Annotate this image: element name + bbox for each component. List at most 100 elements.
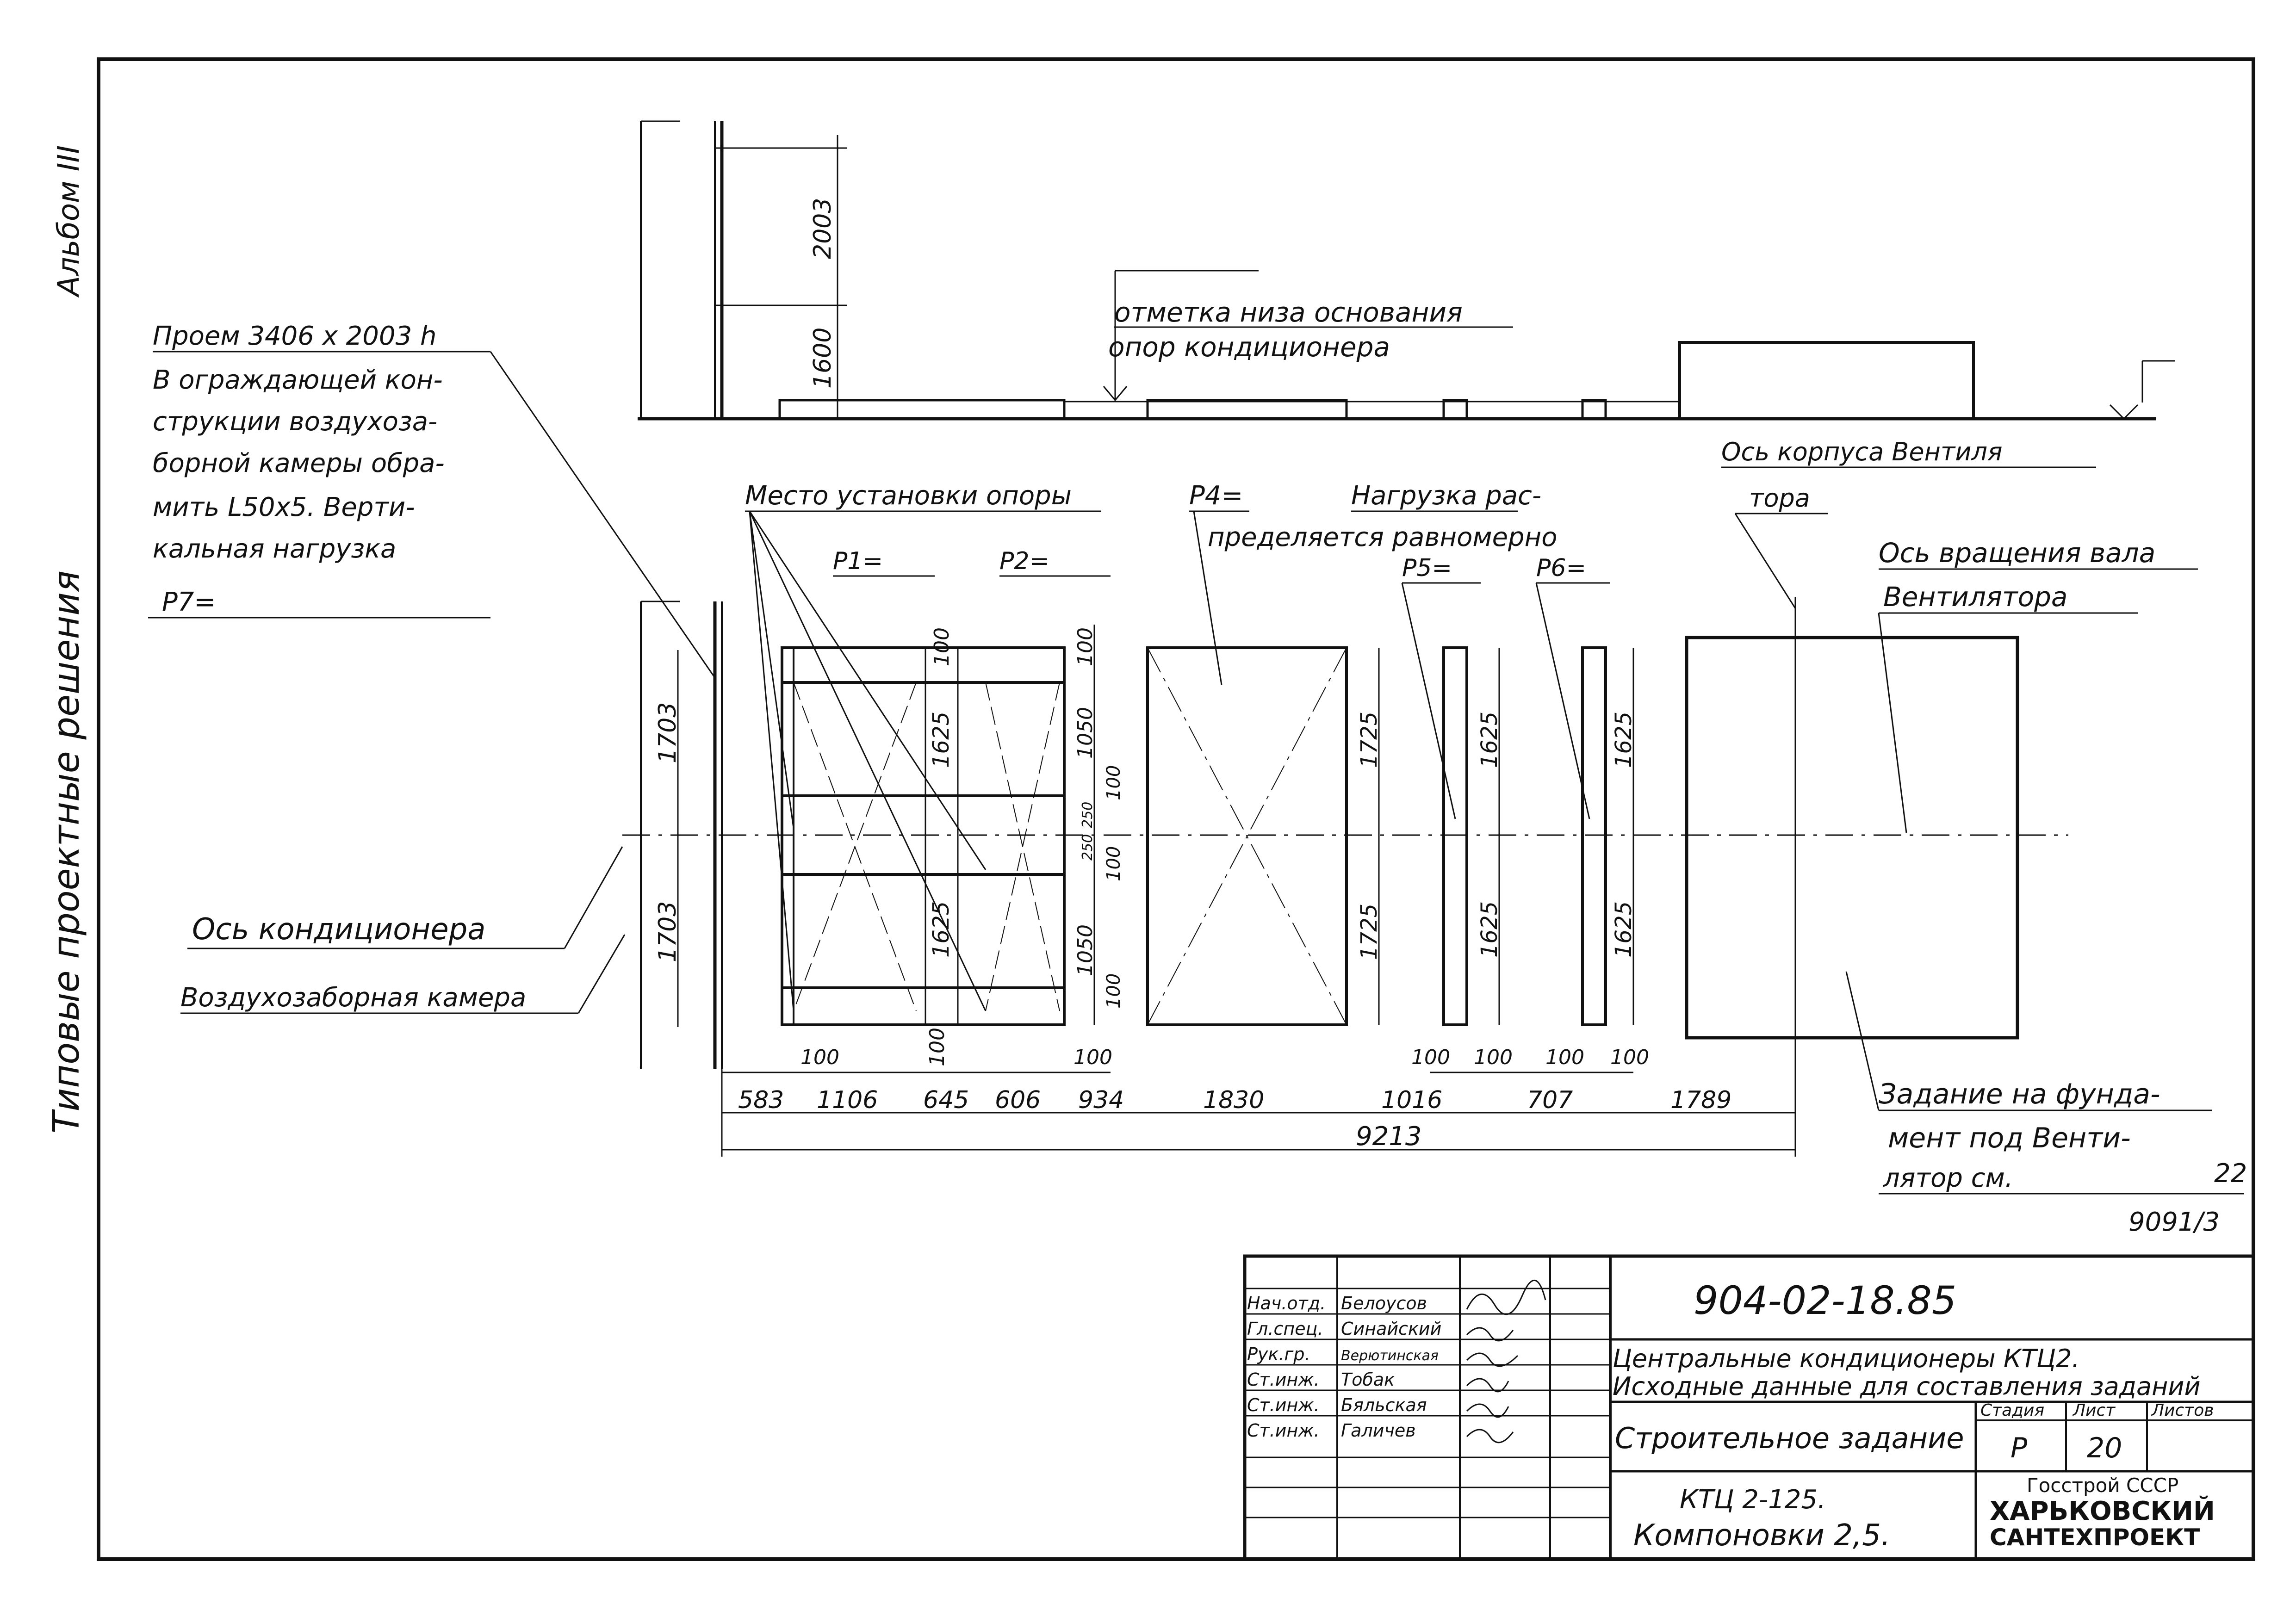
dim-p6-upper: 1625 — [1611, 712, 1637, 768]
opening-note-2: В ограждающей кон- — [153, 365, 443, 395]
signature-1 — [1466, 1280, 1546, 1315]
p5-label: P5= — [1402, 554, 1452, 582]
elev-dim-lower: 1600 — [809, 328, 837, 389]
role-4: Ст.инж. — [1247, 1369, 1320, 1390]
chain-583: 583 — [738, 1086, 784, 1114]
chain-1016: 1016 — [1381, 1086, 1442, 1114]
dim-top-100: 100 — [930, 627, 954, 666]
name-3: Верютинская — [1341, 1348, 1439, 1364]
series-label: Типовые проектные решения — [46, 570, 87, 1134]
sheet-label: Лист — [2072, 1401, 2116, 1420]
dim-b100-1: 100 — [800, 1046, 839, 1069]
dim-b100-2: 100 — [925, 1028, 949, 1066]
sheet-value: 20 — [2087, 1432, 2122, 1464]
signature-6 — [1466, 1429, 1514, 1443]
plan-view: 1703 1703 1625 1625 100 100 1050 100 250… — [622, 597, 2068, 1157]
dimension-chain: 583 1106 645 606 934 1830 1016 707 1789 … — [738, 1086, 1731, 1152]
intake-chamber-label: Воздухозаборная камера — [180, 983, 526, 1013]
opening-note-3: струкции воздухоза- — [153, 407, 437, 437]
elevation-view: 2003 1600 отметка низа основания опор ко… — [638, 120, 2175, 421]
sheet-frame — [97, 57, 2255, 1561]
title-block: Нач.отд. Белоусов Гл.спец. Синайский Рук… — [1243, 1254, 2255, 1561]
dim-1050a: 1050 — [1074, 707, 1097, 759]
dim-250b: 250 — [1080, 834, 1096, 861]
dim-100a: 100 — [1103, 765, 1124, 800]
dim-250a: 250 — [1080, 802, 1096, 828]
dim-100b: 100 — [1103, 846, 1124, 881]
fan-axis-note-2: тора — [1749, 483, 1810, 513]
dim-p6-lower: 1625 — [1611, 901, 1637, 958]
name-2: Синайский — [1341, 1319, 1441, 1339]
name-1: Белоусов — [1341, 1293, 1427, 1313]
dim-left-lower: 1703 — [654, 901, 682, 962]
dim-1050b: 1050 — [1074, 924, 1097, 976]
role-5: Ст.инж. — [1247, 1395, 1320, 1415]
chain-606: 606 — [995, 1086, 1041, 1114]
dim-box-lower: 1725 — [1356, 904, 1382, 960]
dim-top-100b: 100 — [1074, 627, 1097, 666]
signature-2 — [1466, 1327, 1514, 1342]
stage-value: Р — [2011, 1432, 2028, 1464]
opening-note-1: Проем 3406 х 2003 h — [153, 321, 436, 351]
opening-note-4: борной камеры обра- — [153, 448, 445, 478]
foundation-note-3: лятор см. — [1883, 1163, 2013, 1193]
foundation-ref: 9091/3 — [2128, 1207, 2220, 1237]
org-3: САНТЕХПРОЕКТ — [1990, 1524, 2200, 1551]
opening-note-5: мить L50х5. Верти- — [153, 492, 415, 522]
conditioner-axis-label: Ось кондиционера — [192, 912, 486, 947]
bottom-100-labels: 100 100 100 100 100 100 100 — [800, 1028, 1649, 1069]
name-6: Галичев — [1341, 1420, 1416, 1441]
org-2: ХАРЬКОВСКИЙ — [1990, 1496, 2215, 1526]
foundation-note-2: мент под Венти- — [1888, 1122, 2131, 1154]
dim-col1-upper: 1625 — [928, 712, 954, 768]
p2-label: P2= — [999, 547, 1049, 575]
dim-b100-4: 100 — [1411, 1046, 1450, 1069]
chain-707: 707 — [1527, 1086, 1573, 1114]
elev-note-2: опор кондиционера — [1108, 331, 1390, 363]
elev-dim-upper: 2003 — [809, 198, 837, 259]
p4-label: P4= — [1189, 481, 1243, 511]
shaft-axis-note-1: Ось вращения вала — [1879, 537, 2155, 569]
chain-1830: 1830 — [1203, 1086, 1264, 1114]
opening-note-7: P7= — [162, 587, 216, 617]
dim-100c: 100 — [1103, 973, 1124, 1009]
opening-note-6: кальная нагрузка — [153, 534, 396, 564]
chain-645: 645 — [923, 1086, 969, 1114]
dim-col1-lower: 1625 — [928, 901, 954, 958]
role-3: Рук.гр. — [1247, 1344, 1310, 1364]
name-4: Тобак — [1341, 1369, 1395, 1390]
dim-b100-5: 100 — [1474, 1046, 1513, 1069]
role-1: Нач.отд. — [1247, 1293, 1326, 1313]
load-note-2: пределяется равномерно — [1208, 522, 1557, 552]
chain-total: 9213 — [1356, 1121, 1422, 1152]
stage-label: Стадия — [1980, 1401, 2044, 1420]
doc-title-1: Центральные кондиционеры КТЦ2. — [1613, 1344, 2080, 1373]
dim-p5-upper: 1625 — [1477, 712, 1502, 768]
shaft-axis-note-2: Вентилятора — [1883, 581, 2067, 613]
support-place-label: Место установки опоры — [745, 481, 1072, 511]
dim-b100-6: 100 — [1545, 1046, 1584, 1069]
foundation-sheet: 22 — [2214, 1158, 2247, 1189]
load-note-1: Нагрузка рас- — [1351, 481, 1541, 511]
dim-box-upper: 1725 — [1356, 712, 1382, 768]
dim-b100-3: 100 — [1074, 1046, 1112, 1069]
dim-b100-7: 100 — [1610, 1046, 1649, 1069]
chain-934: 934 — [1078, 1086, 1124, 1114]
subtitle-1: КТЦ 2-125. — [1680, 1485, 1826, 1515]
name-5: Бяльская — [1341, 1395, 1427, 1415]
signature-5 — [1466, 1403, 1509, 1418]
signature-4 — [1466, 1378, 1509, 1393]
sheets-label: Листов — [2151, 1401, 2214, 1420]
role-2: Гл.спец. — [1247, 1319, 1323, 1339]
foundation-note-1: Задание на фунда- — [1879, 1078, 2160, 1110]
doc-code: 904-02-18.85 — [1694, 1278, 1956, 1323]
org-1: Госстрой СССР — [2027, 1474, 2178, 1497]
role-6: Ст.инж. — [1247, 1420, 1320, 1441]
sheet-title: Строительное задание — [1615, 1421, 1964, 1455]
chain-1789: 1789 — [1670, 1086, 1731, 1114]
subtitle-2: Компоновки 2,5. — [1633, 1518, 1890, 1553]
dim-left-upper: 1703 — [654, 702, 682, 763]
fan-axis-note-1: Ось корпуса Вентиля — [1721, 437, 2002, 466]
signature-3 — [1466, 1352, 1519, 1367]
chain-1106: 1106 — [817, 1086, 878, 1114]
